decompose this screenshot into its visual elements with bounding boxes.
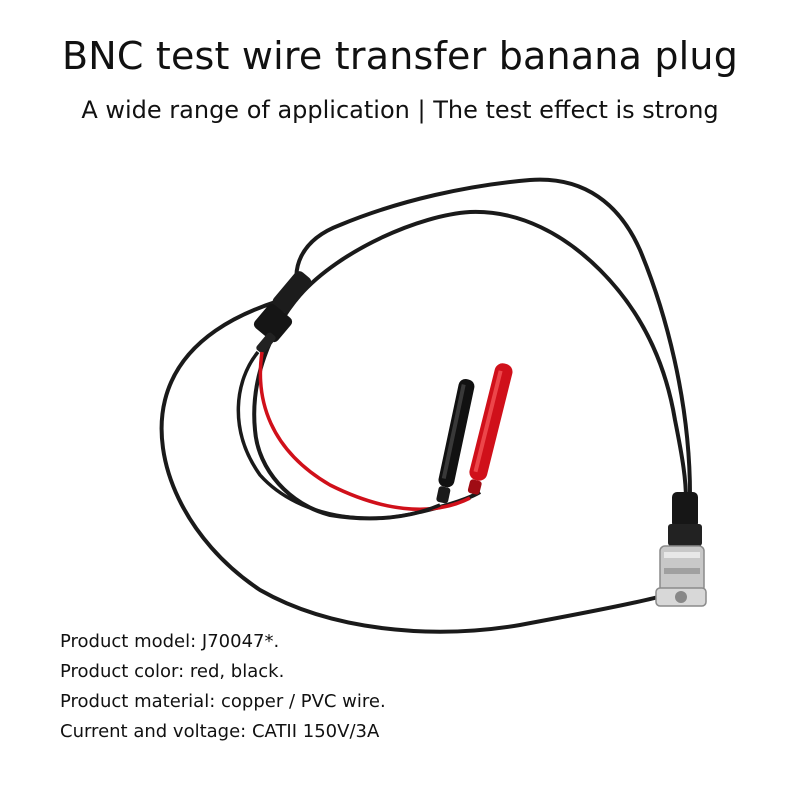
bnc-connector [655, 492, 707, 607]
product-subtitle: A wide range of application | The test e… [81, 96, 719, 124]
black-banana-plug [436, 378, 475, 504]
red-wire [258, 351, 471, 512]
spec-current-voltage: Current and voltage: CATII 150V/3A [60, 721, 380, 742]
spec-color: Product color: red, black. [60, 661, 285, 682]
black-wire [236, 350, 441, 521]
product-title: BNC test wire transfer banana plug [61, 34, 739, 78]
red-banana-plug [467, 363, 513, 495]
coax-cable-outer-loop [298, 209, 688, 501]
coax-cable-lower-loop [159, 293, 666, 634]
spec-list: Product model: J70047*. Product color: r… [60, 627, 760, 747]
cable-product-photo [159, 177, 707, 634]
coax-cable-big-loop [294, 177, 692, 496]
spec-material: Product material: copper / PVC wire. [60, 691, 386, 712]
spec-model: Product model: J70047*. [60, 631, 280, 652]
splitter-boot [253, 271, 312, 354]
